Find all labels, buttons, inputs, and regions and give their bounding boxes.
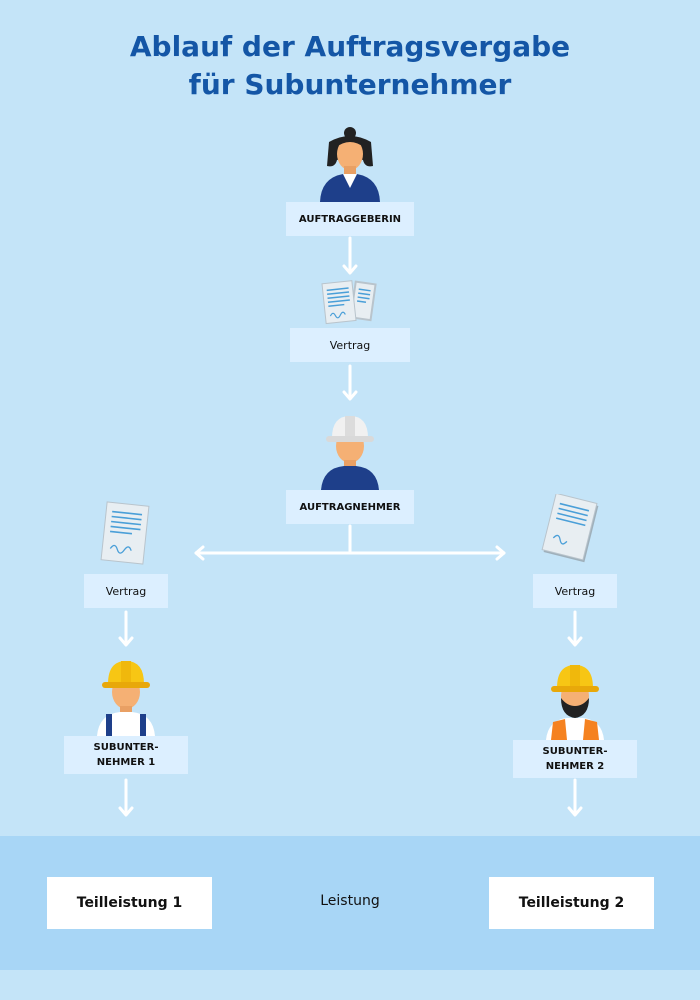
sub1-line-1: SUBUNTER-	[93, 742, 159, 753]
teilleistung-2-box: Teilleistung 2	[489, 877, 654, 929]
arrow-contract-to-contractor	[342, 364, 358, 401]
page-title: Ablauf der Auftragsvergabe für Subuntern…	[0, 28, 700, 104]
subunternehmer-1-label: SUBUNTER- NEHMER 1	[64, 736, 188, 774]
vertrag-main-label: Vertrag	[290, 328, 410, 362]
vertrag-left-label: Vertrag	[84, 574, 168, 608]
arrow-right-contract-to-sub2	[567, 610, 583, 647]
arrow-sub2-to-teilleistung2	[567, 778, 583, 817]
sub2-line-1: SUBUNTER-	[542, 746, 608, 757]
subunternehmer-2-label: SUBUNTER- NEHMER 2	[513, 740, 637, 778]
contract-documents-icon	[321, 280, 377, 325]
title-line-2: für Subunternehmer	[188, 68, 512, 101]
arrow-sub1-to-teilleistung1	[118, 778, 134, 817]
vertrag-right-label: Vertrag	[533, 574, 617, 608]
arrow-client-to-contract	[342, 236, 358, 275]
businesswoman-icon	[320, 127, 380, 202]
branch-line	[194, 524, 506, 561]
sub1-line-2: NEHMER 1	[96, 757, 156, 768]
leistung-label: Leistung	[320, 893, 380, 909]
title-line-1: Ablauf der Auftragsvergabe	[129, 30, 571, 63]
signed-contract-icon-left	[100, 501, 150, 565]
yellow-hardhat-worker-icon	[97, 661, 155, 736]
auftragnehmer-label: AUFTRAGNEHMER	[286, 490, 414, 524]
bearded-yellow-hardhat-worker-icon	[546, 665, 604, 740]
teilleistung-1-box: Teilleistung 1	[47, 877, 212, 929]
white-hardhat-worker-icon	[321, 416, 379, 490]
signed-contract-icon-right	[541, 494, 599, 563]
arrow-left-contract-to-sub1	[118, 610, 134, 647]
sub2-line-2: NEHMER 2	[545, 761, 605, 772]
auftraggeberin-label: AUFTRAGGEBERIN	[286, 202, 414, 236]
